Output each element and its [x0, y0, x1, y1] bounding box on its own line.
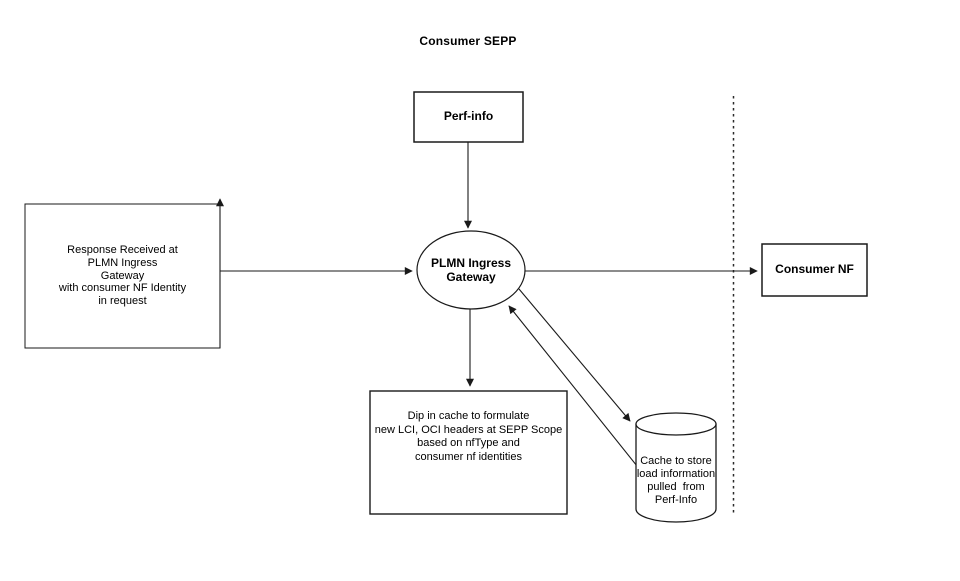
plmn-ingress-gateway-ellipse: [416, 230, 526, 310]
perf-info-label: Perf-info: [443, 109, 494, 124]
cache-cylinder-top: [635, 412, 717, 436]
perf-info-box: [413, 91, 524, 143]
consumer-nf-label: Consumer NF: [775, 262, 854, 277]
response-received-label: Response Received at PLMN Ingress Gatewa…: [58, 244, 187, 308]
consumer-nf-box: [761, 243, 868, 297]
cache-cylinder-body: [635, 424, 717, 523]
plmn-ingress-gateway-label: PLMN Ingress Gateway: [430, 256, 511, 284]
edge-cache-to-gateway: [508, 305, 638, 467]
response-received-box: [24, 203, 221, 349]
cache-store-label: Cache to store load information pulled f…: [636, 455, 716, 506]
diagram-title: Consumer SEPP: [419, 34, 517, 48]
dip-cache-box: [369, 390, 568, 515]
dip-cache-label: Dip in cache to formulate new LCI, OCI h…: [374, 410, 563, 463]
edge-gateway-to-cache: [518, 288, 631, 422]
